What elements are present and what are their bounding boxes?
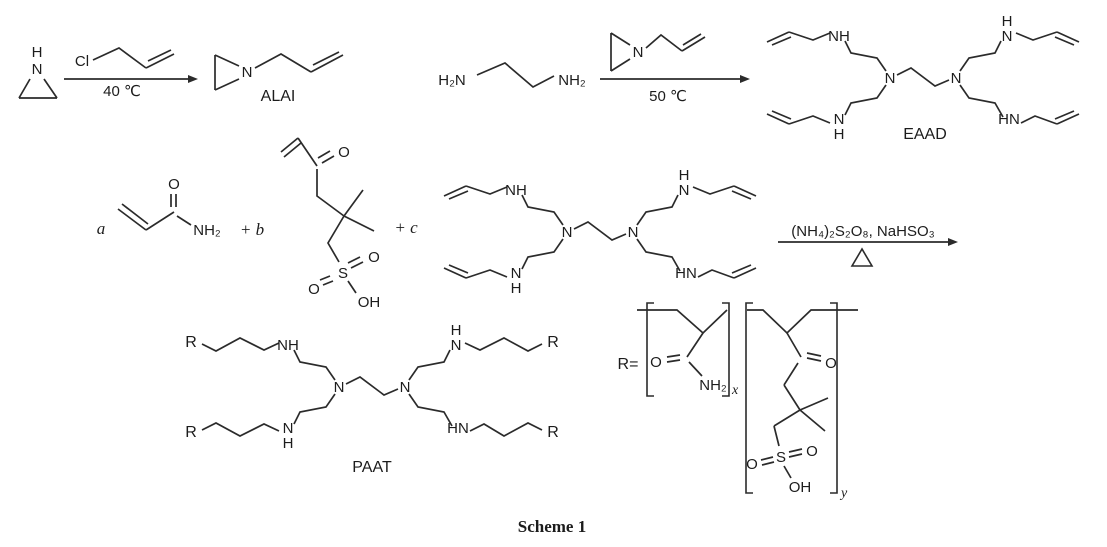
alai-n-label: N bbox=[242, 64, 253, 81]
coefficient-c: + c bbox=[394, 218, 418, 237]
allyl-chloride-skeleton bbox=[92, 47, 175, 69]
alai-ring-skeleton bbox=[214, 54, 240, 91]
reaction-arrow-2-head bbox=[740, 75, 750, 83]
unit-y-s-label: S bbox=[776, 449, 786, 466]
sulfo-oh-label: OH bbox=[358, 294, 381, 311]
coefficient-a: a bbox=[97, 219, 106, 238]
paat-n-left-label: N bbox=[334, 379, 345, 396]
step3-copolymerization: a O NH₂ + b O S O O OH + c (NH₄)₂S₂O₈, N… bbox=[97, 137, 958, 311]
paat-r-top-left-label: R bbox=[185, 334, 197, 351]
eaad-n-right-label: N bbox=[951, 70, 962, 87]
unit-y-o-left-label: O bbox=[746, 456, 758, 473]
unit-y-o-right-label: O bbox=[806, 443, 818, 460]
sulfo-o-left-label: O bbox=[308, 281, 320, 298]
paat-r-bottom-right-label: R bbox=[547, 424, 559, 441]
eaad-n-right-label: N bbox=[628, 224, 639, 241]
eaad-skeleton bbox=[443, 185, 757, 279]
unit-y-carbonyl-o-label: O bbox=[825, 355, 837, 372]
bracket-y-right bbox=[830, 302, 838, 494]
eaad-structure-top: N N NH H N N H HN bbox=[766, 13, 1080, 143]
unit-y-subscript: y bbox=[839, 486, 848, 501]
aziridine-skeleton bbox=[18, 78, 58, 99]
eda-skeleton bbox=[476, 62, 555, 89]
sulfo-o-right-label: O bbox=[368, 249, 380, 266]
bracket-x-right bbox=[722, 302, 730, 397]
r-equals-label: R= bbox=[618, 356, 639, 373]
heat-triangle-icon bbox=[850, 247, 874, 267]
paat-n-top-right-label: N bbox=[451, 337, 462, 354]
eaad-hn-bottom-right-label: HN bbox=[998, 111, 1020, 128]
acrylamide-skeleton bbox=[117, 194, 192, 231]
paat-r-bottom-left-label: R bbox=[185, 424, 197, 441]
unit-x-amide-skeleton bbox=[666, 332, 704, 377]
coefficient-b: + b bbox=[240, 220, 264, 239]
paat-hn-bottom-right-label: HN bbox=[447, 420, 469, 437]
paat-structure: N N NH H N N H HN R R R R PAAT bbox=[185, 322, 559, 476]
eaad-skeleton bbox=[766, 31, 1080, 125]
r-definition-structure: R= O NH₂ x O S O O OH y bbox=[618, 302, 858, 501]
eda-nh2-label: NH₂ bbox=[558, 72, 586, 89]
eaad-n-bottom-left-label: N bbox=[511, 265, 522, 282]
eaad-h-bottom-left-label: H bbox=[511, 280, 522, 297]
unit-y-side-chain-skeleton bbox=[760, 332, 829, 479]
eaad-n-top-right-label: N bbox=[679, 182, 690, 199]
eaad-h-top-right-label: H bbox=[1002, 13, 1013, 30]
eaad-n-top-right-label: N bbox=[1002, 28, 1013, 45]
sulfo-monomer-skeleton bbox=[280, 137, 375, 294]
paat-n-right-label: N bbox=[400, 379, 411, 396]
unit-y-backbone bbox=[747, 309, 858, 335]
condition-50c: 50 ℃ bbox=[649, 88, 687, 105]
reaction-arrow-3-head bbox=[948, 238, 958, 246]
bracket-x-left bbox=[646, 302, 654, 397]
paat-n-bottom-left-label: N bbox=[283, 420, 294, 437]
paat-name-label: PAAT bbox=[352, 459, 392, 476]
alai-over-arrow-allyl bbox=[645, 33, 706, 52]
unit-y-oh-label: OH bbox=[789, 479, 812, 496]
alai-over-arrow-n-label: N bbox=[633, 44, 644, 61]
eaad-h-bottom-left-label: H bbox=[834, 126, 845, 143]
alai-over-arrow-ring bbox=[610, 32, 631, 72]
sulfo-s-label: S bbox=[338, 265, 348, 282]
unit-x-subscript: x bbox=[731, 383, 739, 398]
eda-h2n-label: H₂N bbox=[438, 72, 466, 89]
alai-name-label: ALAI bbox=[261, 88, 296, 105]
eaad-n-left-label: N bbox=[562, 224, 573, 241]
condition-40c: 40 ℃ bbox=[103, 83, 141, 100]
eaad-structure-middle: N N NH H N N H HN bbox=[443, 167, 757, 297]
eaad-n-left-label: N bbox=[885, 70, 896, 87]
acrylamide-o-label: O bbox=[168, 176, 180, 193]
paat-h-bottom-left-label: H bbox=[283, 435, 294, 452]
step2-eda-to-eaad: H₂N NH₂ N 50 ℃ bbox=[438, 32, 750, 105]
alai-allyl-skeleton bbox=[254, 51, 344, 73]
step1-aziridine-to-alai: H N Cl 40 ℃ N ALAI bbox=[18, 44, 344, 105]
eaad-hn-bottom-right-label: HN bbox=[675, 265, 697, 282]
eaad-n-bottom-left-label: N bbox=[834, 111, 845, 128]
paat-skeleton bbox=[201, 337, 543, 437]
eaad-name-label: EAAD bbox=[903, 126, 947, 143]
unit-x-backbone bbox=[637, 309, 728, 335]
sulfo-ketone-o-label: O bbox=[338, 144, 350, 161]
unit-x-o-label: O bbox=[650, 354, 662, 371]
initiator-conditions-label: (NH₄)₂S₂O₈, NaHSO₃ bbox=[791, 223, 934, 240]
unit-x-nh2-label: NH₂ bbox=[699, 377, 727, 394]
bracket-y-left bbox=[745, 302, 753, 494]
allyl-chloride-cl-label: Cl bbox=[75, 53, 89, 70]
paat-h-top-right-label: H bbox=[451, 322, 462, 339]
eaad-nh-top-left-label: NH bbox=[828, 28, 850, 45]
eaad-nh-top-left-label: NH bbox=[505, 182, 527, 199]
paat-nh-top-left-label: NH bbox=[277, 337, 299, 354]
aziridine-n-label: N bbox=[32, 61, 43, 78]
eaad-h-top-right-label: H bbox=[679, 167, 690, 184]
paat-r-top-right-label: R bbox=[547, 334, 559, 351]
reaction-arrow-1-head bbox=[188, 75, 198, 83]
scheme-caption: Scheme 1 bbox=[518, 517, 586, 536]
acrylamide-nh2-label: NH₂ bbox=[193, 222, 221, 239]
aziridine-h-label: H bbox=[32, 44, 43, 61]
